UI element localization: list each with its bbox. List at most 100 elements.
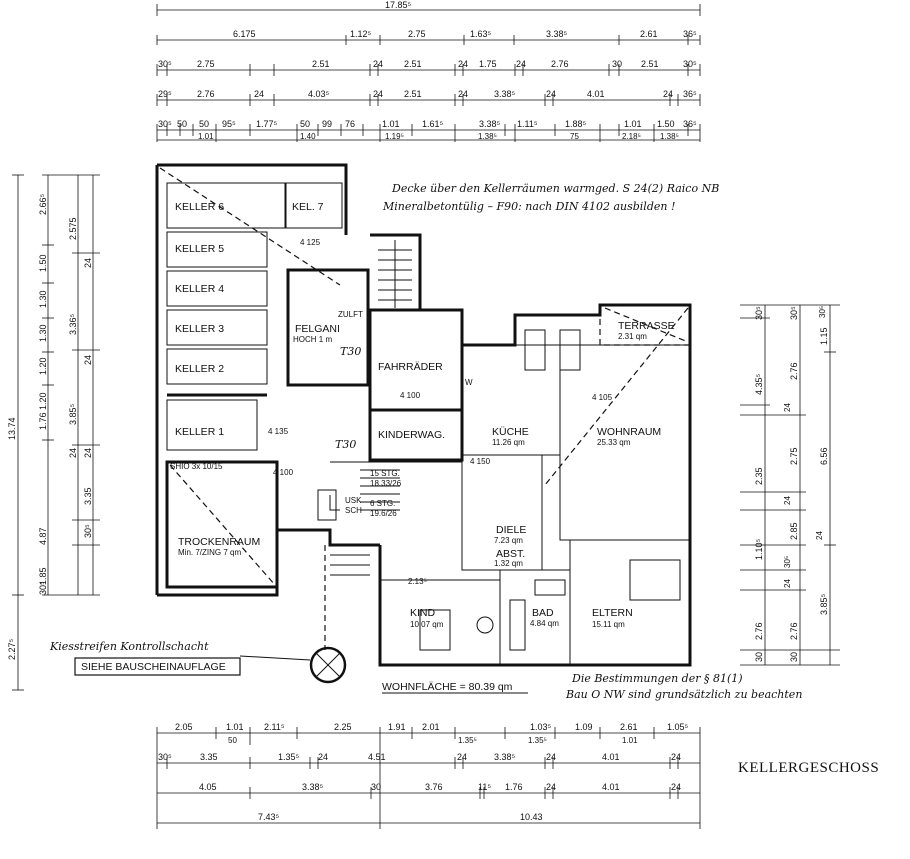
drawing-title: KELLERGESCHOSS [738, 760, 879, 776]
label-sch: SCH [345, 506, 362, 515]
dim-right-s-3: 30⁵ [783, 556, 792, 568]
dim-top-r4b-5: 2.18⁵ [622, 132, 641, 141]
dim-top-r1-2: 2.75 [408, 29, 426, 39]
label-usk: USK [345, 496, 362, 505]
dim-right-s-5: 30⁵ [818, 306, 827, 318]
dim-top-r2-4: 2.51 [404, 59, 422, 69]
dim-top-r4b-1: 1.40 [300, 132, 316, 141]
dim-right-c2-4: 2.76 [789, 622, 799, 640]
dim-top-r1-5: 2.61 [640, 29, 658, 39]
label-dim-125: 4 125 [300, 238, 321, 247]
dim-bot-r1-1: 1.01 [226, 722, 244, 732]
dim-top-r1-6: 36⁵ [683, 29, 697, 39]
dim-bot-r4-1: 10.43 [520, 812, 543, 822]
notes: Decke über den Kellerräumen warmged. S 2… [49, 182, 879, 776]
dim-top-r2-10: 2.51 [641, 59, 659, 69]
dim-right-c2-1: 2.76 [789, 362, 799, 380]
dim-top-r3-6: 24 [458, 89, 468, 99]
dim-bot-r3-6: 24 [546, 782, 556, 792]
room-abst-area: 1.32 qm [494, 559, 523, 568]
dim-top-r4b-2: 1.19⁵ [385, 132, 404, 141]
dim-bot-r1-0: 2.05 [175, 722, 193, 732]
dim-top-r4-4: 1.77⁵ [256, 119, 278, 129]
dim-right-c1-2: 2.35 [754, 467, 764, 485]
dim-right-c1-5: 30 [754, 652, 764, 662]
dim-top-r4b-3: 1.38⁵ [478, 132, 497, 141]
room-labels: KELLER 6 KEL. 7 KELLER 5 KELLER 4 KELLER… [175, 201, 675, 629]
dim-top-overall: 17.85⁵ [385, 0, 412, 10]
dim-right-c1-4: 2.76 [754, 622, 764, 640]
dimensions-bottom: 2.05 1.01 2.11⁵ 2.25 1.91 2.01 1.03⁵ 1.0… [156, 722, 701, 829]
label-dim-150: 4 150 [470, 457, 491, 466]
dim-left-c1-5: 1.20 [38, 392, 48, 410]
room-keller6: KELLER 6 [175, 201, 224, 213]
dim-left-c1-0: 2.66⁵ [38, 193, 48, 215]
dim-bot-r1b-2: 1.35⁵ [528, 736, 547, 745]
dim-bot-r3-8: 24 [671, 782, 681, 792]
label-stairs2-sub: 19.6/26 [370, 509, 397, 518]
dim-left-c2-4: 4.87 [38, 527, 48, 545]
dim-top-r2-2: 2.51 [312, 59, 330, 69]
dim-left-c1-3: 1.30 [38, 324, 48, 342]
dim-top-r4-9: 1.61⁵ [422, 119, 444, 129]
room-bad-area: 4.84 qm [530, 619, 559, 628]
dim-bot-r1-9: 1.05⁵ [667, 722, 689, 732]
dim-top-r4-12: 1.88⁵ [565, 119, 587, 129]
note-kiesstreifen: Kiesstreifen Kontrollschacht [49, 640, 209, 653]
note-bauschein: SIEHE BAUSCHEINAUFLAGE [81, 661, 226, 673]
dim-bot-r3-5: 1.76 [505, 782, 523, 792]
room-keller4: KELLER 4 [175, 283, 224, 295]
dim-left-c3-0: 24 [83, 258, 93, 268]
dim-top-r4-0: 30⁵ [158, 119, 172, 129]
dim-left-c1-1: 1.50 [38, 254, 48, 272]
dim-left-c1-4: 1.20 [38, 357, 48, 375]
dim-top-r2-3: 24 [373, 59, 383, 69]
dim-bot-r1-3: 2.25 [334, 722, 352, 732]
dim-top-r4-11: 1.11⁵ [517, 119, 538, 129]
dim-right-c2-2: 2.75 [789, 447, 799, 465]
room-kinderwag: KINDERWAG. [378, 429, 445, 441]
dim-bot-r2-1: 3.35 [200, 752, 218, 762]
dim-right-c3-0: 1.15 [819, 327, 829, 345]
dim-top-r4-14: 1.50 [657, 119, 675, 129]
dim-top-r4b-0: 1.01 [198, 132, 214, 141]
dim-top-r1-0: 6.175 [233, 29, 256, 39]
dim-top-r4-3: 95⁵ [222, 119, 236, 129]
dimensions-right: 30⁵ 4.35⁵ 2.35 1.10⁵ 2.76 30 30⁵ 2.76 2.… [740, 304, 840, 666]
dim-bot-r1-2: 2.11⁵ [264, 722, 285, 732]
dim-bot-r3-4: 11⁵ [478, 782, 491, 792]
dim-right-c2-5: 30 [789, 652, 799, 662]
label-dim-100a: 4 100 [400, 391, 421, 400]
dim-top-r3-5: 2.51 [404, 89, 422, 99]
dim-left-c2-0: 2.575 [68, 217, 78, 240]
dim-top-r2-1: 2.75 [197, 59, 215, 69]
dim-bot-r1b-3: 1.01 [622, 736, 638, 745]
dim-bot-r3-1: 3.38⁵ [302, 782, 324, 792]
room-bad: BAD [532, 607, 554, 619]
room-terrasse: TERRASSE [618, 320, 675, 332]
dim-bot-r4-0: 7.43⁵ [258, 812, 280, 822]
dim-top-r3-9: 4.01 [587, 89, 605, 99]
dim-right-c1-3: 1.10⁵ [754, 538, 764, 560]
label-dim-135: 4 135 [268, 427, 289, 436]
dim-top-r3-10: 24 [663, 89, 673, 99]
dim-right-s-1: 24 [783, 496, 792, 505]
dim-right-c2-3: 2.85 [789, 522, 799, 540]
dim-top-r3-0: 29⁵ [158, 89, 172, 99]
dim-bot-r3-7: 4.01 [602, 782, 620, 792]
dim-bot-r2-2: 1.35⁵ [278, 752, 300, 762]
dim-left-overall: 13.74 [7, 417, 17, 440]
dim-top-r2-11: 30⁵ [683, 59, 697, 69]
dim-top-r4-7: 76 [345, 119, 355, 129]
dim-top-r3-3: 4.03⁵ [308, 89, 330, 99]
room-trockenraum: TROCKENRAUM [178, 536, 260, 548]
room-fahrraeder: FAHRRÄDER [378, 361, 443, 373]
dim-top-r4-2: 50 [199, 119, 209, 129]
label-dim-100b: 4 100 [273, 468, 294, 477]
dim-bot-r2-9: 24 [671, 752, 681, 762]
room-heizung: FELGANI [295, 323, 340, 335]
dim-top-r3-1: 2.76 [197, 89, 215, 99]
dim-left-total2: 2.27⁵ [7, 638, 17, 660]
dim-right-s-2: 24 [783, 579, 792, 588]
label-t30-a: T30 [340, 345, 361, 358]
